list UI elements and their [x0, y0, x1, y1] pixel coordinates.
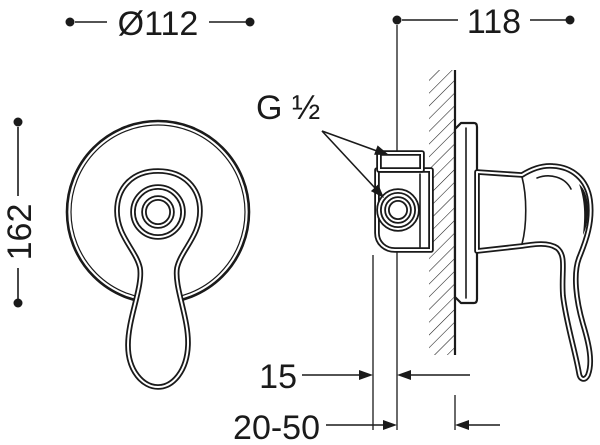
- thread-leader-top: [321, 130, 378, 152]
- side-handle: [477, 166, 591, 379]
- valve-body: [377, 153, 431, 250]
- thread-callout: G ½: [256, 89, 389, 198]
- projection-dimension: 118: [392, 3, 575, 41]
- side-handle-cap-lens: [579, 184, 589, 235]
- height-dimension: 162: [1, 117, 39, 308]
- projection-dim-dot-right: [565, 15, 575, 25]
- diameter-label: Ø112: [118, 5, 199, 43]
- height-dim-dot-top: [13, 117, 23, 127]
- escutcheon-side: [453, 121, 479, 305]
- diameter-dim-dot-right: [245, 17, 255, 27]
- wall-range-label: 20-50: [233, 409, 320, 445]
- projection-label: 118: [467, 3, 521, 41]
- projection-dim-dot-left: [392, 15, 402, 25]
- height-dim-dot-bottom: [13, 298, 23, 308]
- valve-inlet-outline: [379, 153, 422, 170]
- diameter-dim-dot-left: [65, 17, 75, 27]
- offset-arrow-right-head: [397, 370, 411, 380]
- wall-range-arrow-left-head: [383, 420, 397, 430]
- offset-label: 15: [259, 358, 297, 396]
- offset-dimension: 15: [259, 358, 470, 396]
- thread-leader-pipe-arrowhead: [370, 184, 384, 198]
- thread-label: G ½: [256, 89, 320, 127]
- side-handle-joint-line: [521, 176, 527, 245]
- diameter-dimension: Ø112: [65, 5, 255, 43]
- handle-cap: [133, 187, 183, 237]
- extension-lines: [372, 25, 456, 430]
- height-label: 162: [1, 204, 39, 261]
- wall-range-arrow-right-head: [455, 420, 469, 430]
- side-handle-shoulder-line: [536, 175, 572, 190]
- wall-range-dimension: 20-50: [233, 409, 500, 445]
- thread-leader-pipe: [321, 130, 376, 189]
- offset-arrow-left-head: [359, 370, 373, 380]
- front-view: [65, 119, 251, 387]
- thread-leader-top-arrowhead: [374, 145, 389, 155]
